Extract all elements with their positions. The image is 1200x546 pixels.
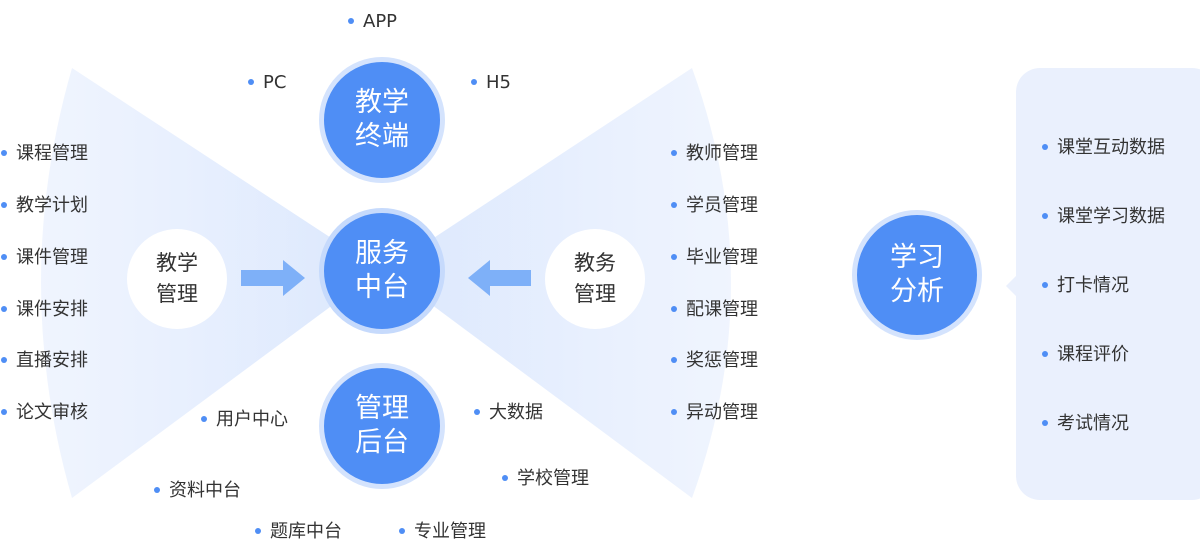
academic-item: 异动管理 xyxy=(671,402,758,423)
analysis-item: 课程评价 xyxy=(1042,344,1129,365)
analysis-item: 课堂学习数据 xyxy=(1042,206,1165,227)
backend-item: 大数据 xyxy=(474,402,543,423)
teaching-item: 论文审核 xyxy=(1,402,88,423)
teaching-management-node: 教学 管理 xyxy=(127,229,227,329)
backend-item: 专业管理 xyxy=(399,521,486,542)
terminal-item: APP xyxy=(347,11,398,32)
academic-item: 奖惩管理 xyxy=(671,350,758,371)
teaching-item: 课程管理 xyxy=(1,143,88,164)
backend-item: 学校管理 xyxy=(502,468,589,489)
learning-analysis-label: 学习 分析 xyxy=(890,242,944,307)
backend-item: 题库中台 xyxy=(255,521,342,542)
service-center-node: 服务 中台 xyxy=(319,208,445,334)
teaching-item: 课件安排 xyxy=(1,299,88,320)
arrow-right-icon xyxy=(241,260,305,296)
academic-item: 配课管理 xyxy=(671,299,758,320)
teaching-terminal-node: 教学 终端 xyxy=(319,57,445,183)
terminal-item: PC xyxy=(247,72,287,93)
management-backend-label: 管理 后台 xyxy=(355,393,409,458)
teaching-item: 直播安排 xyxy=(1,350,88,371)
academic-item: 毕业管理 xyxy=(671,247,758,268)
academic-management-node: 教务 管理 xyxy=(545,229,645,329)
terminal-item: H5 xyxy=(471,72,511,93)
teaching-terminal-label: 教学 终端 xyxy=(355,87,409,152)
academic-item: 学员管理 xyxy=(671,195,758,216)
panel-pointer xyxy=(1006,276,1016,296)
arrow-left-icon xyxy=(468,260,531,296)
analysis-item: 课堂互动数据 xyxy=(1042,137,1165,158)
analysis-item: 打卡情况 xyxy=(1042,275,1129,296)
academic-item: 教师管理 xyxy=(671,143,758,164)
learning-analysis-node: 学习 分析 xyxy=(852,210,982,340)
service-center-label: 服务 中台 xyxy=(355,238,409,303)
teaching-item: 教学计划 xyxy=(1,195,88,216)
backend-item: 用户中心 xyxy=(201,409,288,430)
analysis-item: 考试情况 xyxy=(1042,413,1129,434)
teaching-management-label: 教学 管理 xyxy=(156,251,198,306)
management-backend-node: 管理 后台 xyxy=(319,363,445,489)
backend-item: 资料中台 xyxy=(154,480,241,501)
teaching-item: 课件管理 xyxy=(1,247,88,268)
academic-management-label: 教务 管理 xyxy=(574,251,616,306)
